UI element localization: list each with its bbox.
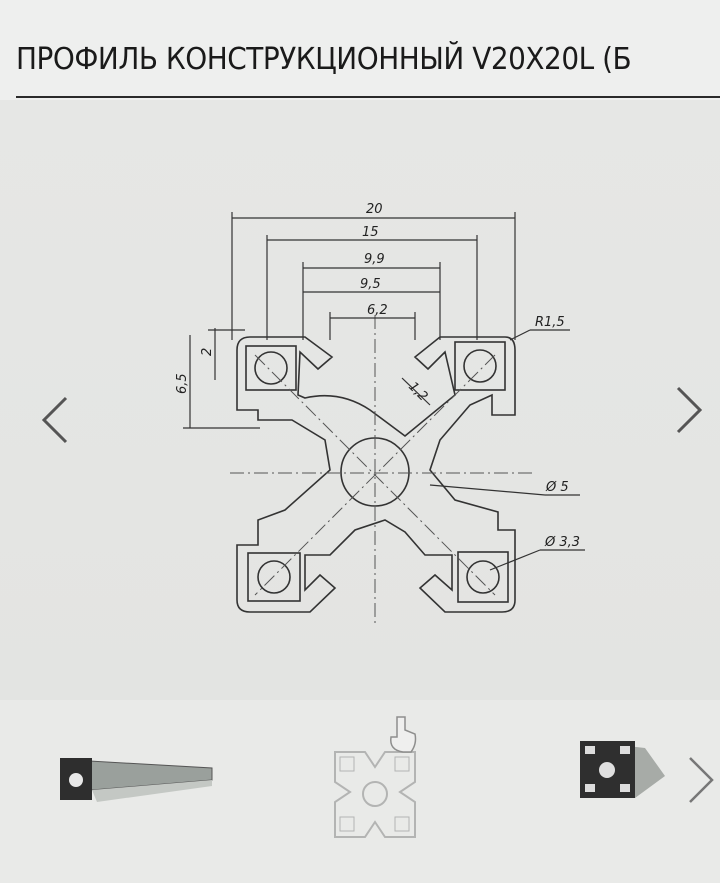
title-underline	[16, 96, 720, 98]
dim-diameter-5: Ø 5	[545, 480, 569, 495]
corner-slot-top-right	[454, 341, 506, 391]
corner-slot-bottom-left	[247, 552, 301, 602]
dim-9-5: 9,5	[360, 277, 381, 292]
dim-r1-5: R1,5	[535, 315, 565, 330]
page-title: ПРОФИЛЬ КОНСТРУКЦИОННЫЙ V20X20L (Б	[16, 42, 632, 77]
thumbnail-strip	[0, 700, 720, 883]
chevron-left-icon	[41, 396, 68, 444]
hand-cursor-icon	[390, 716, 417, 753]
corner-slot-bottom-right	[457, 551, 509, 603]
prev-image-button[interactable]	[36, 390, 76, 450]
dim-6-2: 6,2	[367, 303, 388, 318]
thumbnail-next-button[interactable]	[684, 752, 716, 813]
dim-1-2: 1,2	[405, 379, 430, 404]
chevron-right-icon	[689, 757, 714, 803]
image-viewer: 20 15 9,9 9,5 6,2 2 6,5 R1,5 1,2 Ø 5 Ø 3…	[0, 100, 720, 700]
dim-15: 15	[362, 225, 379, 240]
thumbnail-drawing[interactable]	[325, 712, 425, 847]
corner-slot-top-left	[245, 345, 297, 391]
next-image-button[interactable]	[668, 380, 708, 440]
thumbnail-profile-3d[interactable]	[52, 750, 222, 815]
thumbnail-profile-end[interactable]	[575, 736, 670, 811]
dim-20: 20	[366, 202, 383, 217]
profile-technical-drawing: 20 15 9,9 9,5 6,2 2 6,5 R1,5 1,2 Ø 5 Ø 3…	[175, 202, 585, 625]
profile-outline	[236, 336, 516, 613]
page-header: ПРОФИЛЬ КОНСТРУКЦИОННЫЙ V20X20L (Б	[0, 0, 720, 100]
dim-diameter-3-3: Ø 3,3	[544, 535, 580, 550]
dim-6-5: 6,5	[175, 373, 190, 394]
dim-2: 2	[200, 348, 215, 356]
chevron-right-icon	[676, 386, 703, 434]
dim-9-9: 9,9	[364, 252, 385, 267]
